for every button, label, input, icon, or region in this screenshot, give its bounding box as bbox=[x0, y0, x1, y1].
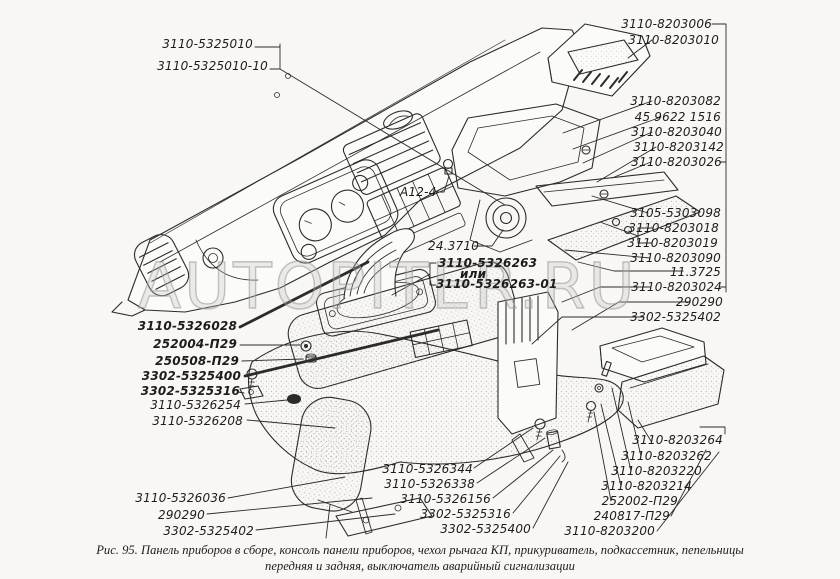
part-number-label: 3110-5326344 bbox=[382, 462, 473, 476]
instrument-cluster bbox=[272, 159, 399, 264]
part-number-label: 3110-5326338 bbox=[384, 477, 475, 491]
pin-glyph bbox=[601, 360, 612, 377]
console-grid bbox=[409, 319, 473, 359]
part-number-label: 3110-5326263-01 bbox=[436, 277, 558, 291]
part-number-label: 45 9622 1516 bbox=[634, 110, 721, 124]
washer-glyph bbox=[594, 383, 604, 393]
screw-glyph bbox=[585, 400, 597, 423]
glovebox-assembly bbox=[442, 103, 701, 261]
part-number-label: 3110-8203026 bbox=[631, 155, 722, 169]
part-number-label: 3105-5303098 bbox=[630, 206, 721, 220]
part-number-label: 3110-5325010-10 bbox=[157, 59, 268, 73]
lamp-glyph bbox=[442, 158, 454, 175]
part-number-label: 11.3725 bbox=[669, 265, 721, 279]
part-number-label: 3110-8203040 bbox=[631, 125, 722, 139]
part-number-label: 3110-8203010 bbox=[628, 33, 719, 47]
clip-glyph bbox=[561, 449, 566, 463]
part-number-label: или bbox=[460, 267, 487, 281]
part-number-label: А12-4 bbox=[400, 185, 437, 199]
part-number-label: 3110-8203262 bbox=[621, 449, 712, 463]
bold-leader-lines bbox=[238, 260, 440, 378]
dash-badge bbox=[383, 110, 413, 130]
part-number-label: 290290 bbox=[157, 508, 205, 522]
part-number-label: 3110-5325010 bbox=[162, 37, 253, 51]
washer-glyph bbox=[300, 340, 312, 352]
part-number-label: 3110-5326208 bbox=[152, 414, 243, 428]
cassette-holder bbox=[547, 23, 651, 97]
part-number-label: 240817-П29 bbox=[593, 509, 670, 523]
part-number-label: 250508-П29 bbox=[155, 354, 239, 368]
lighter-element-glyph bbox=[546, 429, 561, 450]
part-number-label: 3110-8203090 bbox=[630, 251, 721, 265]
bracket-glyph bbox=[511, 433, 535, 463]
part-number-label: 3110-8203018 bbox=[628, 221, 719, 235]
part-number-label: 3110-8203082 bbox=[630, 94, 721, 108]
part-number-label: 290290 bbox=[675, 295, 723, 309]
part-number-label: 3110-5326254 bbox=[150, 398, 241, 412]
washer-glyph bbox=[623, 225, 633, 235]
side-vent bbox=[133, 234, 190, 297]
dashboard-assembly bbox=[111, 27, 581, 317]
rear-ashtray bbox=[585, 327, 725, 429]
part-number-label: 3110-5326028 bbox=[137, 319, 237, 333]
part-number-label: 252002-П29 bbox=[601, 494, 678, 508]
part-number-label: 3302-5325316 bbox=[420, 507, 511, 521]
column-emblem bbox=[202, 247, 224, 269]
plate-glyph bbox=[239, 385, 264, 400]
figure-caption-line1: Рис. 95. Панель приборов в сборе, консол… bbox=[96, 543, 744, 557]
parts-line-drawing bbox=[111, 23, 727, 539]
part-number-label: 3110-8203024 bbox=[631, 280, 722, 294]
part-number-label: 3110-8203220 bbox=[611, 464, 702, 478]
part-number-label: 3110-5326263 bbox=[438, 256, 538, 270]
washer-glyph bbox=[611, 217, 621, 227]
part-number-label: 3110-8203019 bbox=[627, 236, 718, 250]
part-number-label: 3302-5325400 bbox=[440, 522, 531, 536]
part-number-label: 24.3710 bbox=[428, 239, 480, 253]
part-number-label: 3110-8203142 bbox=[633, 140, 724, 154]
part-number-label: 252004-П29 bbox=[153, 337, 237, 351]
console-small-parts bbox=[511, 418, 566, 463]
figure-caption-line2: передняя и задняя, выключатель аварийный… bbox=[265, 559, 575, 573]
part-number-label: 3110-8203006 bbox=[621, 17, 712, 31]
part-number-label: 3110-5326036 bbox=[135, 491, 226, 505]
part-number-label: 3110-8203200 bbox=[564, 524, 655, 538]
fastener-glyphs bbox=[239, 340, 317, 400]
part-number-label: 3110-5326156 bbox=[400, 492, 491, 506]
grommet-glyph bbox=[286, 393, 302, 405]
part-number-label: 3302-5325402 bbox=[630, 310, 721, 324]
part-number-label: 3302-5325400 bbox=[141, 369, 241, 383]
screw-glyph bbox=[599, 189, 609, 199]
part-number-label: 3110-8203214 bbox=[601, 479, 692, 493]
part-number-label: 3302-5325402 bbox=[163, 524, 254, 538]
screw-glyph bbox=[534, 418, 546, 441]
screw-glyph bbox=[581, 145, 591, 155]
leader-lines bbox=[206, 23, 727, 532]
part-number-label: 3110-8203264 bbox=[632, 433, 723, 447]
part-number-label: 3302-5325316 bbox=[140, 384, 240, 398]
cigarette-lighter bbox=[485, 197, 527, 239]
